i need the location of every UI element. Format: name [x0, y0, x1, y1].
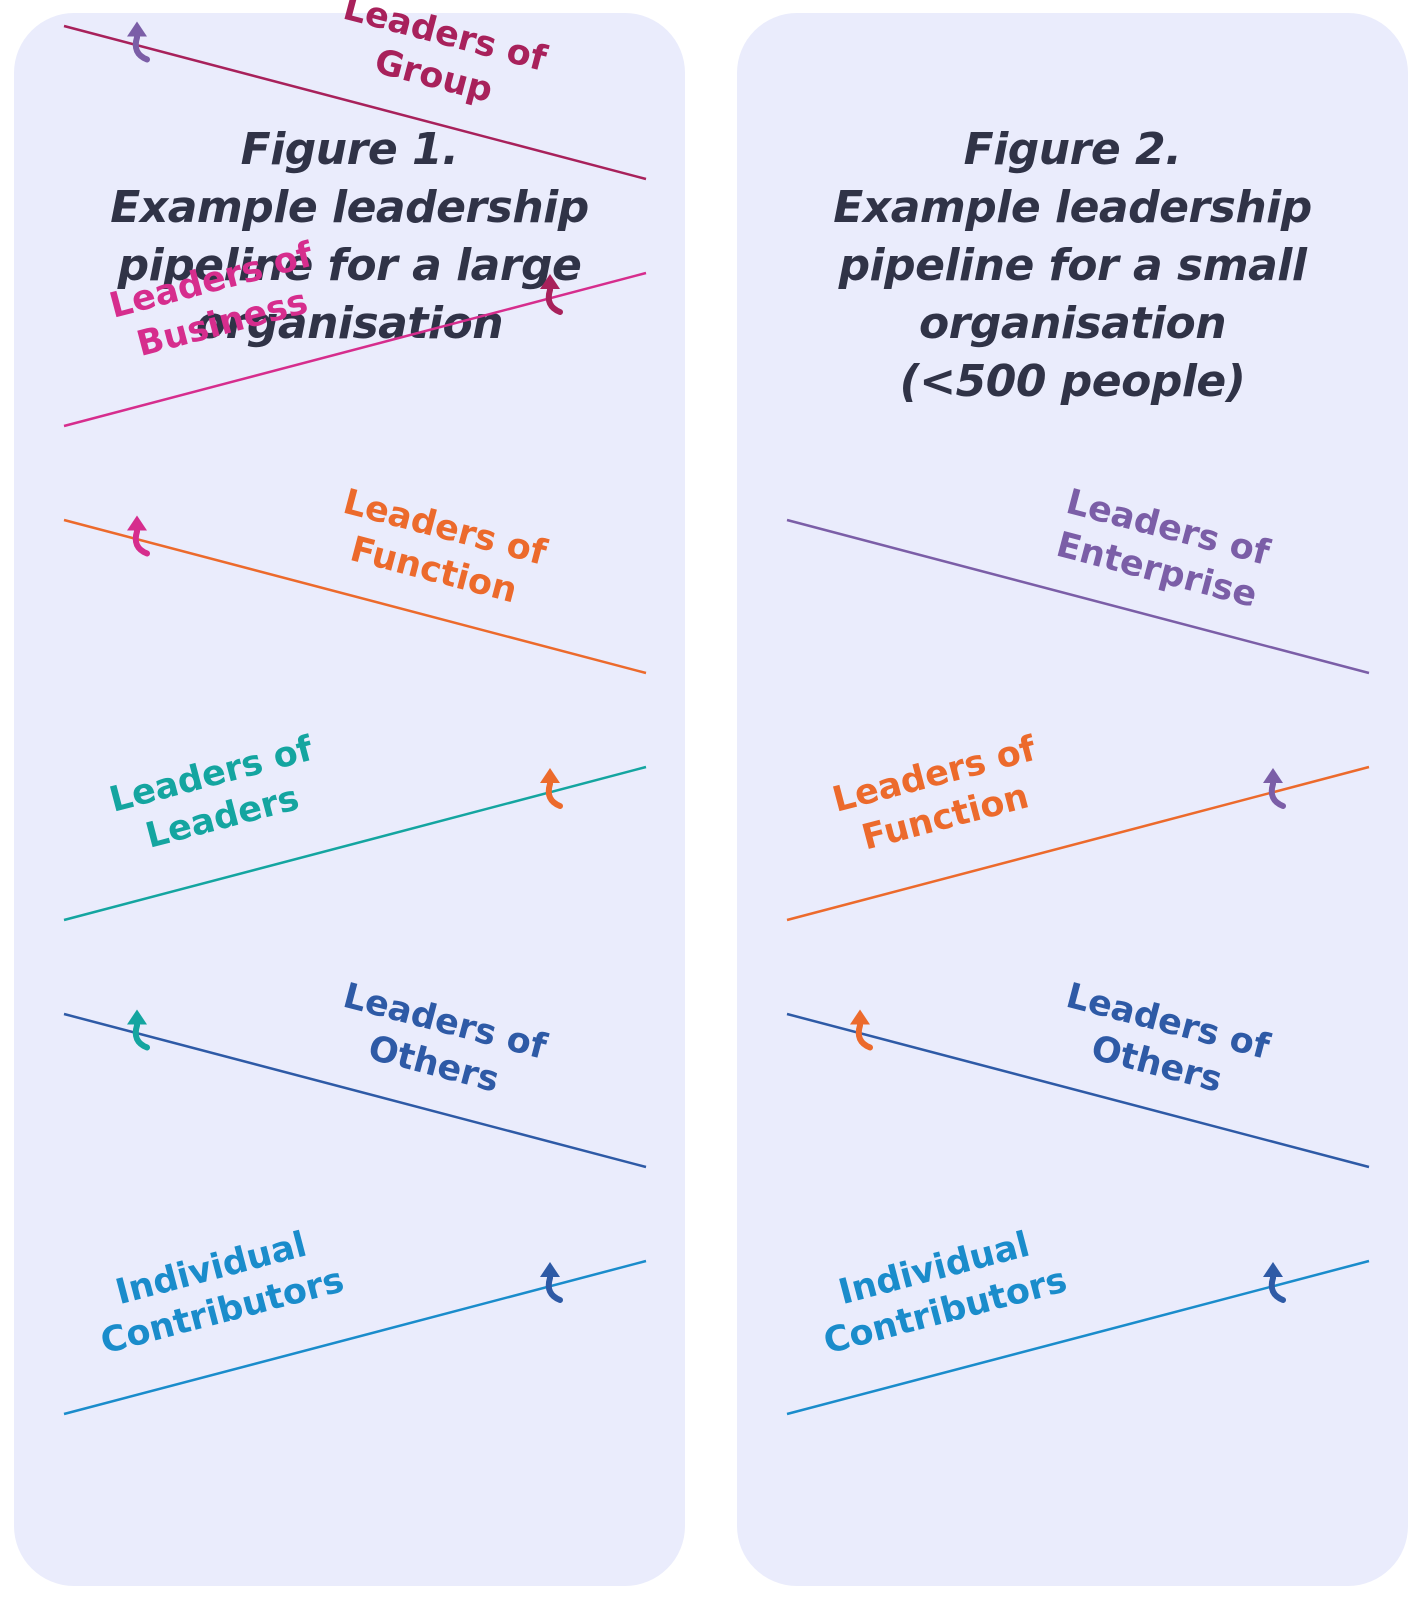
level-label-others: Leaders ofOthers: [1051, 976, 1274, 1110]
transition-arrow-icon: [127, 515, 150, 557]
level-label-contributors: IndividualContributors: [85, 1218, 348, 1363]
pipeline-line-group: [63, 24, 647, 181]
transition-arrow-icon: [540, 767, 563, 809]
transition-arrow-icon: [1263, 767, 1286, 809]
pipeline-line-function: [63, 518, 647, 675]
level-label-function: Leaders ofFunction: [328, 482, 551, 616]
figure-1-panel: Figure 1. Example leadership pipeline fo…: [14, 0, 685, 1586]
level-label-enterprise: Leaders ofEnterprise: [1051, 482, 1274, 616]
pipeline-line-others: [786, 1012, 1370, 1169]
transition-arrow-icon: [540, 1261, 563, 1303]
level-label-function: Leaders ofFunction: [829, 729, 1052, 863]
pipeline-line-enterprise: [786, 518, 1370, 675]
level-label-contributors: IndividualContributors: [808, 1218, 1071, 1363]
pipeline-line-others: [63, 1012, 647, 1169]
transition-arrow-icon: [540, 273, 563, 315]
level-label-business: Leaders ofBusiness: [106, 235, 329, 369]
level-label-others: Leaders ofOthers: [328, 976, 551, 1110]
figure-1-title: Figure 1. Example leadership pipeline fo…: [110, 124, 589, 349]
transition-arrow-icon: [850, 1009, 873, 1051]
figure-2-panel: Figure 2. Example leadership pipeline fo…: [737, 13, 1408, 1586]
level-label-leaders: Leaders ofLeaders: [106, 729, 329, 863]
transition-arrow-icon: [127, 1009, 150, 1051]
transition-arrow-icon: [1263, 1261, 1286, 1303]
transition-arrow-icon: [127, 21, 150, 63]
figure-2-title: Figure 2. Example leadership pipeline fo…: [833, 124, 1312, 407]
